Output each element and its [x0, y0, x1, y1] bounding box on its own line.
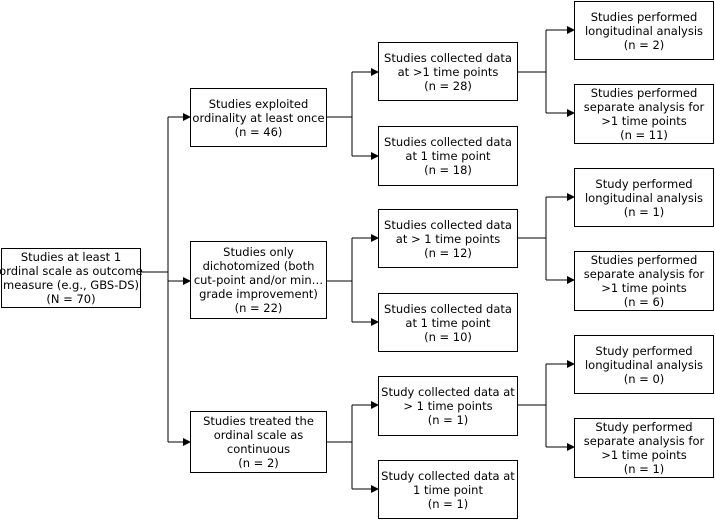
exploited-ordinality-node-line-3: (n = 46)	[234, 124, 283, 139]
dichotomized-multi-timepoint-node-line-2: at > 1 time points	[395, 231, 501, 246]
exploited-single-timepoint-node-line-1: Studies collected data	[384, 135, 512, 149]
root-node-line-1: Studies at least 1	[20, 250, 122, 264]
dichotomized-separate-analysis-node-line-3: >1 time points	[601, 281, 687, 295]
continuous-node-line-1: Studies treated the	[203, 414, 314, 428]
continuous-separate-analysis-node-line-1: Study performed	[595, 420, 693, 434]
exploited-separate-analysis-node-line-2: separate analysis for	[583, 100, 705, 114]
continuous-single-timepoint-node-line-2: 1 time point	[413, 482, 483, 497]
root-node-line-2: ordinal scale as outcome	[0, 264, 143, 278]
dichotomized-node-line-2: dichotomized (both	[202, 259, 315, 273]
continuous-single-timepoint-node-line-1: Study collected data at	[381, 468, 515, 483]
dichotomized-multi-timepoint-node-line-3: (n = 12)	[424, 245, 472, 260]
continuous-multi-timepoint-text: Study collected data at> 1 time points(n…	[381, 385, 515, 427]
dichotomized-node-line-3: cut-point and/or min…	[193, 273, 324, 287]
continuous-node-line-4: (n = 2)	[238, 456, 279, 470]
continuous-node-line-3: continuous	[226, 442, 291, 456]
dichotomized-single-timepoint-node-line-3: (n = 10)	[424, 329, 472, 344]
exploited-ordinality-node-line-2: ordinality at least once	[192, 110, 325, 125]
exploited-separate-analysis-node-line-4: (n = 11)	[620, 128, 668, 142]
continuous-single-timepoint-node-line-3: (n = 1)	[427, 496, 469, 511]
exploited-multi-timepoint-node-line-1: Studies collected data	[384, 50, 512, 65]
continuous-longitudinal-node-line-2: longitudinal analysis	[584, 357, 704, 372]
continuous-longitudinal-node-line-1: Study performed	[595, 343, 693, 358]
exploited-separate-analysis-node-line-1: Studies performed	[590, 86, 698, 100]
exploited-single-timepoint-node-line-2: at 1 time point	[405, 149, 491, 163]
exploited-longitudinal-node-line-3: (n = 2)	[623, 37, 665, 52]
continuous-longitudinal-node-line-3: (n = 0)	[623, 371, 665, 386]
dichotomized-longitudinal-node-line-1: Study performed	[595, 176, 693, 191]
dichotomized-multi-timepoint-node-line-1: Studies collected data	[384, 217, 512, 232]
dichotomized-single-timepoint-node-line-2: at 1 time point	[405, 315, 491, 330]
dichotomized-node-line-4: grade improvement)	[199, 287, 318, 301]
exploited-separate-analysis-node-line-3: >1 time points	[601, 114, 687, 128]
dichotomized-separate-analysis-node-line-4: (n = 6)	[623, 295, 665, 309]
dichotomized-longitudinal-node-line-3: (n = 1)	[623, 204, 665, 219]
exploited-multi-timepoint-node-line-3: (n = 28)	[424, 78, 472, 93]
continuous-separate-analysis-node-line-2: separate analysis for	[583, 434, 705, 448]
exploited-multi-timepoint-node-line-2: at >1 time points	[397, 64, 499, 79]
continuous-multi-timepoint-node: Study collected data at> 1 time points(n…	[378, 376, 518, 436]
root-node-line-4: (N = 70)	[46, 292, 96, 306]
continuous-multi-timepoint-node-line-1: Study collected data at	[381, 385, 515, 399]
dichotomized-longitudinal-node-line-2: longitudinal analysis	[584, 190, 704, 205]
continuous-multi-timepoint-node-line-2: > 1 time points	[403, 399, 493, 413]
continuous-multi-timepoint-node-line-3: (n = 1)	[427, 413, 469, 427]
continuous-separate-analysis-node-line-4: (n = 1)	[623, 462, 665, 476]
continuous-node-line-2: ordinal scale as	[213, 428, 304, 442]
exploited-single-timepoint-node-line-3: (n = 18)	[424, 163, 472, 177]
dichotomized-separate-analysis-node-line-1: Studies performed	[590, 253, 698, 267]
exploited-longitudinal-node-line-2: longitudinal analysis	[584, 23, 704, 38]
continuous-separate-analysis-node-line-3: >1 time points	[601, 448, 687, 462]
dichotomized-node-line-5: (n = 22)	[234, 301, 283, 315]
dichotomized-single-timepoint-node-line-1: Studies collected data	[384, 301, 512, 316]
dichotomized-node-line-1: Studies only	[223, 245, 294, 259]
root-node-line-3: measure (e.g., GBS-DS)	[3, 278, 139, 292]
exploited-ordinality-node-line-1: Studies exploited	[208, 96, 309, 111]
exploited-longitudinal-node-line-1: Studies performed	[590, 9, 698, 24]
dichotomized-separate-analysis-node-line-2: separate analysis for	[583, 267, 705, 281]
